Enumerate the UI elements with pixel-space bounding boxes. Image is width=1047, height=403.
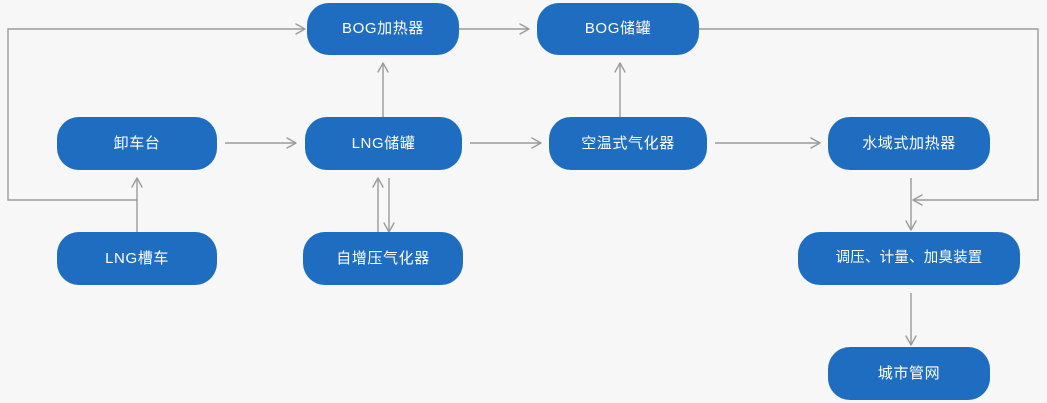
conn-ambient-to-bogtank — [614, 62, 626, 117]
conn-loop-right-return — [699, 28, 1039, 206]
node-lng-truck[interactable]: LNG槽车 — [57, 232, 217, 285]
node-label-city-pipeline-network: 城市管网 — [877, 364, 941, 382]
conn-lngtruck-to-unloading — [131, 177, 143, 232]
conn-unloading-to-lngtank — [225, 137, 297, 149]
conn-regulating-to-city — [905, 293, 917, 346]
node-regulating-metering-odorizing-unit[interactable]: 调压、计量、加臭装置 — [798, 232, 1020, 285]
node-label-lng-tank: LNG储罐 — [351, 134, 416, 152]
node-ambient-vaporizer[interactable]: 空温式气化器 — [549, 117, 707, 170]
node-label-bog-tank: BOG储罐 — [584, 20, 652, 37]
node-unloading-bay[interactable]: 卸车台 — [57, 117, 217, 170]
node-label-lng-truck: LNG槽车 — [105, 249, 169, 267]
node-label-self-pressurizing-vaporizer: 自增压气化器 — [336, 249, 430, 267]
node-label-regulating-metering-odorizing-unit: 调压、计量、加臭装置 — [835, 249, 983, 266]
conn-lngtank-to-ambient — [470, 137, 542, 149]
conn-lngtank-selfpress-down — [383, 178, 395, 233]
conn-ambient-to-waterheater — [715, 137, 821, 149]
node-city-pipeline-network[interactable]: 城市管网 — [828, 347, 990, 400]
conn-bogheater-to-bogtank — [459, 23, 530, 35]
conn-waterheater-to-regulating — [905, 178, 917, 231]
conn-lngtank-to-bogheater — [377, 62, 389, 117]
node-label-bog-heater: BOG加热器 — [342, 20, 424, 37]
node-label-water-bath-heater: 水域式加热器 — [862, 134, 956, 152]
conn-loop-left-to-bogheater — [7, 23, 306, 201]
node-lng-tank[interactable]: LNG储罐 — [305, 117, 462, 170]
node-label-ambient-vaporizer: 空温式气化器 — [581, 134, 675, 152]
conn-lngtank-selfpress-up — [372, 177, 384, 232]
node-bog-heater[interactable]: BOG加热器 — [307, 3, 459, 55]
node-self-pressurizing-vaporizer[interactable]: 自增压气化器 — [303, 232, 463, 285]
node-water-bath-heater[interactable]: 水域式加热器 — [828, 117, 990, 170]
node-label-unloading-bay: 卸车台 — [113, 134, 161, 152]
node-bog-tank[interactable]: BOG储罐 — [537, 3, 699, 55]
